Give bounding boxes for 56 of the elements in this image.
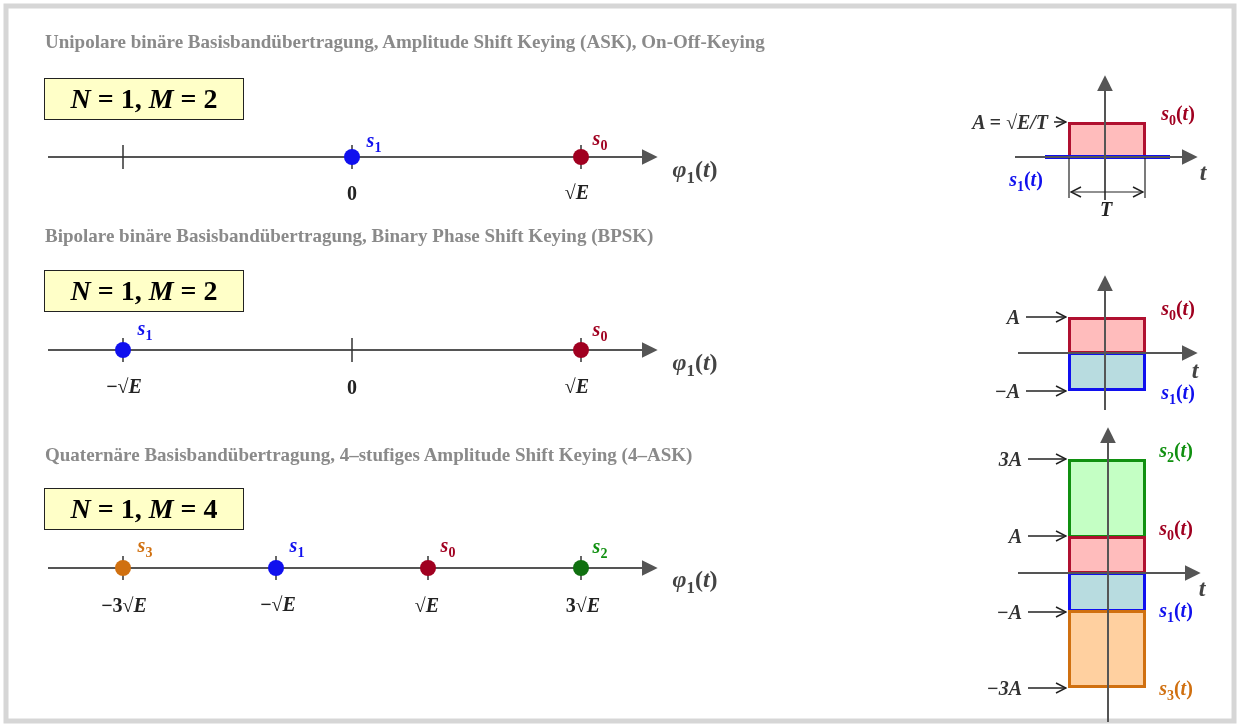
pulse-rectangle xyxy=(1068,122,1146,158)
amplitude-label: −3A xyxy=(986,676,1022,700)
section-heading: Unipolare binäre Basisbandübertragung, Amplitude Shift Keying (ASK), On-Off-Keying xyxy=(45,31,765,53)
signal-label: s$_{0}$(t) xyxy=(1161,101,1195,129)
tick-label: √E xyxy=(564,374,590,398)
arrow xyxy=(1027,606,1067,618)
tick-label: 0 xyxy=(347,181,357,205)
signal-label: s$_{1}$(t) xyxy=(1159,598,1193,626)
axis-label: t xyxy=(1198,574,1206,602)
point-label: s$_{1}$ xyxy=(366,128,382,156)
amplitude-label: 3A xyxy=(998,447,1022,471)
tick-label: −3√E xyxy=(101,593,147,617)
signal-label: s$_{2}$(t) xyxy=(1159,438,1193,466)
parameter-box: N = 1, M = 4 xyxy=(44,488,244,530)
signal-label: s$_{1}$(t) xyxy=(1009,167,1043,195)
point-label: s$_{0}$ xyxy=(592,317,608,345)
amplitude-label: −A xyxy=(994,379,1020,403)
amplitude-label: A = √E/T xyxy=(972,110,1048,134)
arrow xyxy=(1025,385,1067,397)
point-label: s$_{2}$ xyxy=(592,534,608,562)
point-label: s$_{0}$ xyxy=(440,533,456,561)
tick-label: −√E xyxy=(106,374,142,398)
arrow xyxy=(1025,311,1067,323)
axis-label: φ$_{1}$(t) xyxy=(672,156,718,188)
axis-label: t xyxy=(1199,158,1207,186)
tick-label: −√E xyxy=(260,592,296,616)
arrow xyxy=(1027,453,1067,465)
pulse-rectangle xyxy=(1068,352,1146,391)
tick-label: 3√E xyxy=(565,593,601,617)
point-label: s$_{1}$ xyxy=(137,316,153,344)
point-label: s$_{1}$ xyxy=(289,533,305,561)
pulse-rectangle xyxy=(1068,536,1146,574)
arrow xyxy=(1053,116,1067,128)
point-label: s$_{3}$ xyxy=(137,533,153,561)
tick-label: √E xyxy=(414,593,440,617)
section-heading: Bipolare binäre Basisbandübertragung, Binary Phase Shift Keying (BPSK) xyxy=(45,225,654,247)
parameter-box: N = 1, M = 2 xyxy=(44,78,244,120)
pulse-rectangle xyxy=(1068,317,1146,354)
arrow xyxy=(1027,682,1067,694)
tick-label: 0 xyxy=(347,375,357,399)
tick-label: √E xyxy=(564,180,590,204)
amplitude-label: −A xyxy=(996,600,1022,624)
dimension-label: T xyxy=(1099,197,1113,221)
axis-label: φ$_{1}$(t) xyxy=(672,349,718,381)
signal-label: s$_{0}$(t) xyxy=(1159,516,1193,544)
pulse-rectangle xyxy=(1068,459,1146,538)
pulse-rectangle xyxy=(1068,610,1146,688)
arrow xyxy=(1027,530,1067,542)
point-label: s$_{0}$ xyxy=(592,126,608,154)
parameter-box: N = 1, M = 2 xyxy=(44,270,244,312)
signal-label: s$_{3}$(t) xyxy=(1159,676,1193,704)
amplitude-label: A xyxy=(1006,305,1020,329)
amplitude-label: A xyxy=(1008,524,1022,548)
signal-label: s$_{0}$(t) xyxy=(1161,296,1195,324)
axis-label: φ$_{1}$(t) xyxy=(672,566,718,598)
section-heading: Quaternäre Basisbandübertragung, 4–stufiges Amplitude Shift Keying (4–ASK) xyxy=(45,444,693,466)
